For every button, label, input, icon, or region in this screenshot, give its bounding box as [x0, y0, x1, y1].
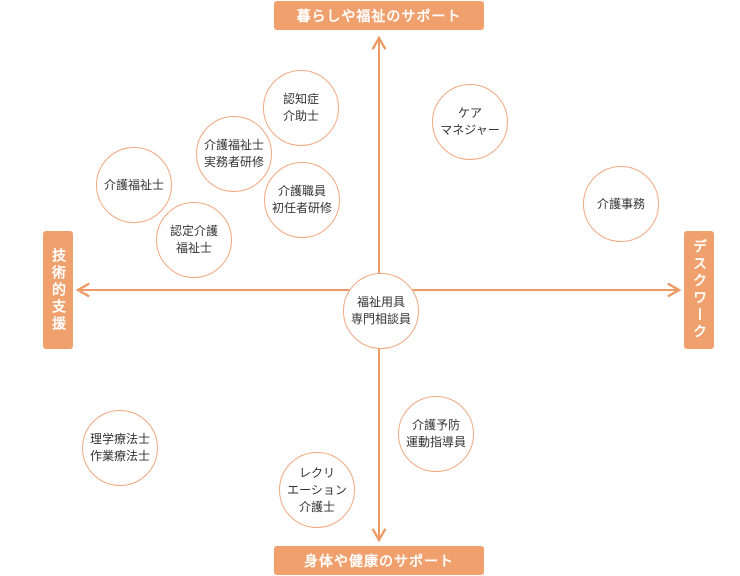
node-care-manager: ケア マネジャー	[432, 84, 508, 160]
node-fukushi-yogu-soudanin: 福祉用具 専門相談員	[343, 273, 419, 349]
node-kaigo-jimu: 介護事務	[583, 166, 659, 242]
node-ninchisho-kaijoshi: 認知症 介助士	[263, 70, 339, 146]
axis-label-top: 暮らしや福祉のサポート	[274, 1, 484, 30]
node-jitsumusha-kenshu: 介護福祉士 実務者研修	[196, 116, 272, 192]
node-shoninsha-kenshu: 介護職員 初任者研修	[264, 162, 340, 238]
node-recreation-kaigoshi: レクリ エーション 介護士	[279, 452, 355, 528]
node-nintei-kaigo-fukushishi: 認定介護 福祉士	[156, 202, 232, 278]
axis-label-bottom: 身体や健康のサポート	[274, 546, 484, 575]
node-kaigo-yobo-shidoin: 介護予防 運動指導員	[398, 396, 474, 472]
node-ryohoshi: 理学療法士 作業療法士	[82, 410, 158, 486]
axis-label-right: デスクワーク	[684, 231, 714, 349]
node-kaigo-fukushishi: 介護福祉士	[96, 147, 172, 223]
axis-label-left: 技術的支援	[43, 231, 73, 349]
